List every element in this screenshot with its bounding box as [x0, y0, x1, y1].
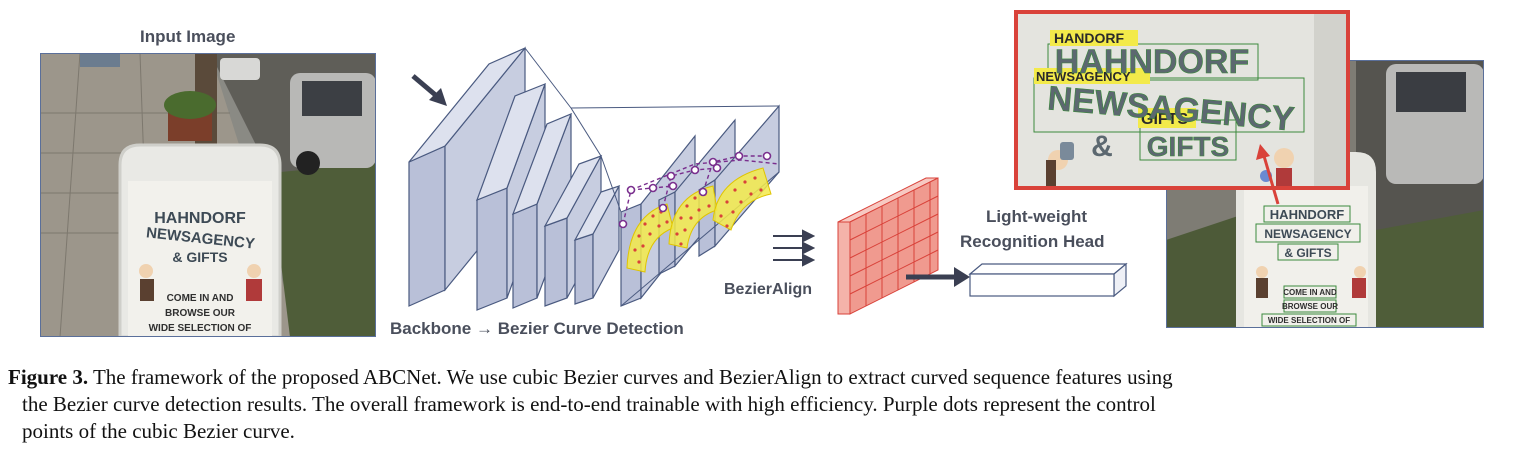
sign-line-3: & GIFTS	[172, 249, 227, 265]
input-image-label: Input Image	[140, 27, 236, 46]
result-word-4: GIFTS	[1147, 131, 1229, 162]
backbone-layer-1	[408, 46, 526, 307]
small-sign-line-3: & GIFTS	[1284, 246, 1331, 260]
triple-arrow-icon	[773, 229, 815, 267]
sign-line-1: HAHNDORF	[154, 210, 246, 227]
small-sign-line-4: COME IN AND	[1283, 288, 1337, 297]
recognition-head-box	[968, 262, 1128, 298]
backbone-label: Backbone → Bezier Curve Detection	[390, 319, 684, 338]
result-tag-3: GIFTS	[1141, 111, 1188, 128]
output-image: HAHNDORF NEWSAGENCY & GIFTS COME IN AND …	[1166, 60, 1484, 328]
backbone-layer-5	[573, 184, 621, 305]
sign-line-6: WIDE SELECTION OF	[149, 323, 252, 334]
caption-line-3: points of the cubic Bezier curve.	[22, 419, 295, 443]
result-tag-1: HANDORF	[1054, 30, 1124, 46]
recognition-result-inset: HANDORF NEWSAGENCY GIFTS HAHNDORF NEWSAG…	[1014, 10, 1350, 190]
caption-line-1: Figure 3. The framework of the proposed …	[8, 365, 1173, 389]
result-tag-2: NEWSAGENCY	[1036, 69, 1131, 84]
caption-label: Figure 3.	[8, 365, 89, 389]
figure-caption: Figure 3. The framework of the proposed …	[8, 364, 1523, 445]
small-sign-line-2: NEWSAGENCY	[1264, 227, 1351, 241]
bezieralign-label: BezierAlign	[724, 281, 813, 298]
input-image: HAHNDORF NEWSAGENCY & GIFTS COME IN AND …	[40, 53, 376, 337]
zoom-arrow-icon	[1256, 144, 1280, 205]
arrow-right-icon	[906, 267, 970, 287]
recognition-head-label-1: Light-weight	[986, 207, 1088, 226]
recognition-head-label-2: Recognition Head	[960, 232, 1105, 251]
caption-line-2: the Bezier curve detection results. The …	[22, 392, 1156, 416]
result-word-1: HAHNDORF	[1055, 43, 1250, 81]
bezieralign-feature-map	[837, 177, 939, 315]
sign-line-5: BROWSE OUR	[165, 308, 236, 319]
backbone-network	[408, 46, 815, 311]
result-word-3: &	[1091, 130, 1113, 163]
input-arrow-icon	[411, 74, 447, 106]
sign-line-4: COME IN AND	[167, 293, 234, 304]
small-sign-line-6: WIDE SELECTION OF	[1268, 316, 1350, 325]
small-sign-line-1: HAHNDORF	[1270, 207, 1344, 222]
small-sign-line-5: BROWSE OUR	[1282, 302, 1338, 311]
